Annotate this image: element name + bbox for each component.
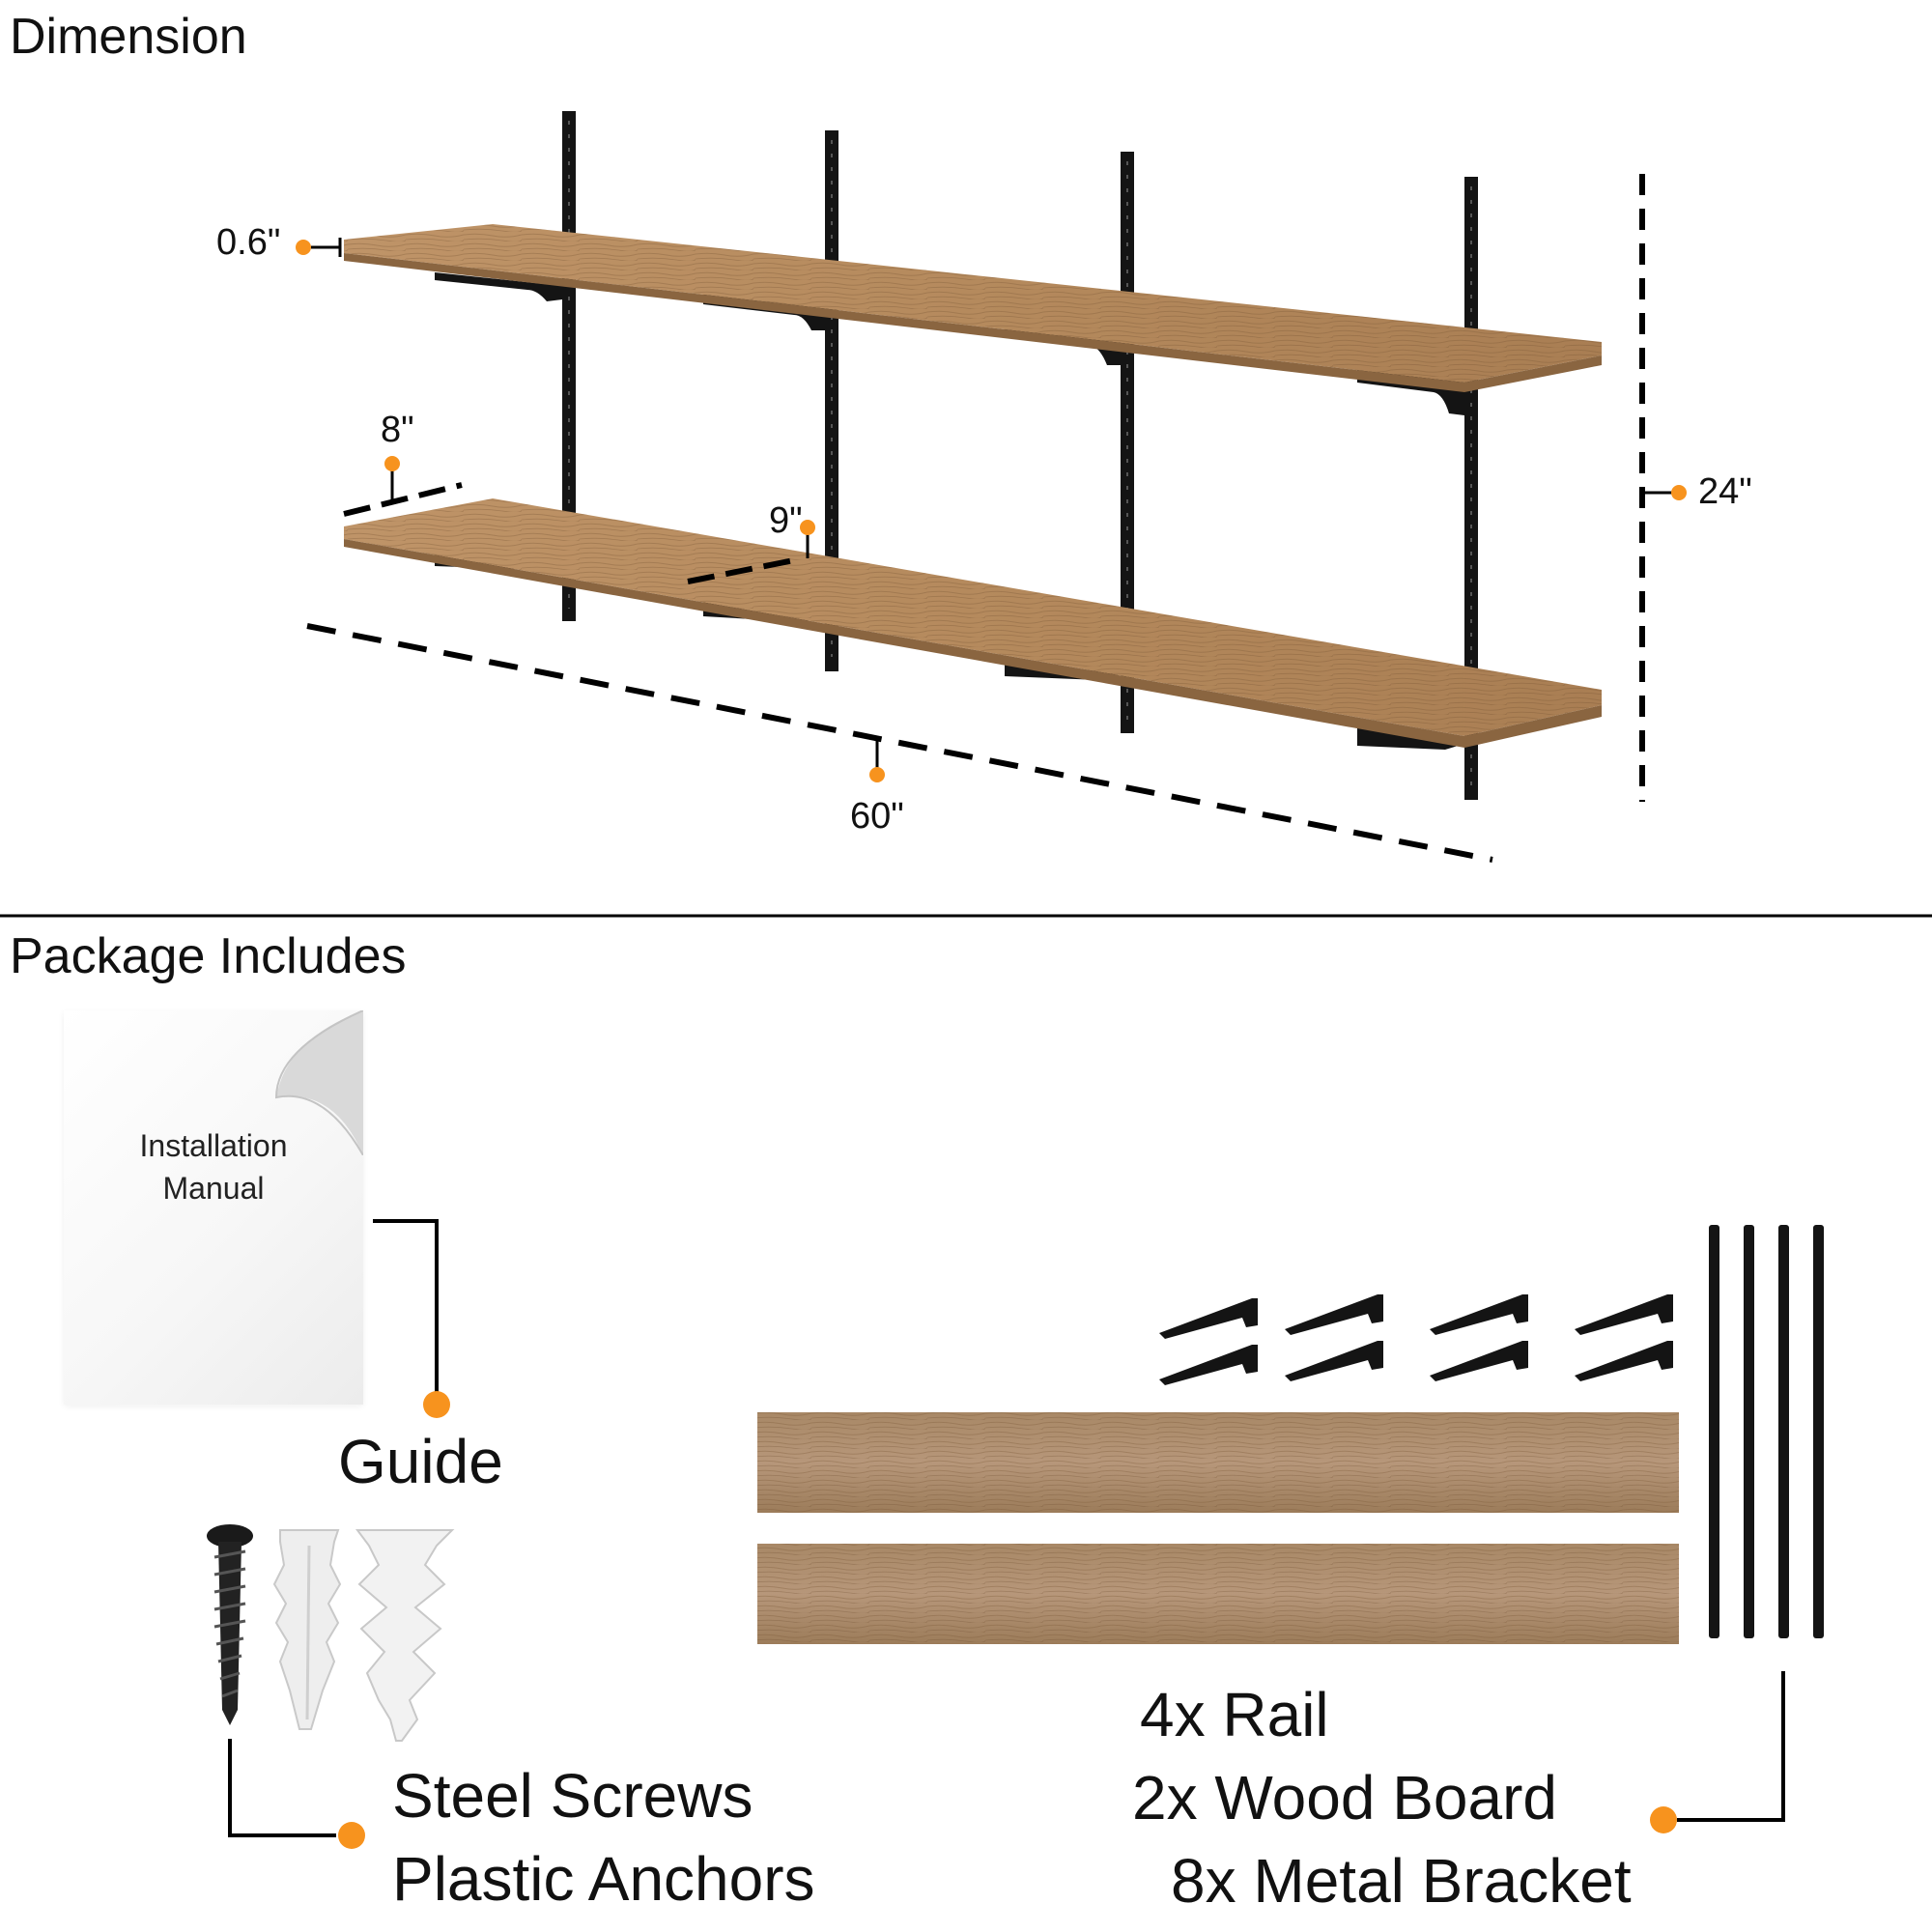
bottom-shelf <box>344 498 1602 748</box>
metal-bracket-4 <box>1285 1341 1383 1381</box>
thickness-marker-dot <box>296 240 311 255</box>
hardware-connector-line <box>228 1739 336 1837</box>
length-dimension-line <box>306 623 1493 863</box>
metal-brackets <box>1159 1294 1673 1385</box>
metal-bracket-6 <box>1430 1341 1528 1381</box>
package-title: Package Includes <box>10 928 407 984</box>
height-marker-dot <box>1671 485 1687 500</box>
manual-title: Installation Manual <box>139 1128 288 1206</box>
plastic-anchors-label: Plastic Anchors <box>392 1844 815 1914</box>
metal-bracket-8 <box>1575 1341 1673 1381</box>
wood-board-1 <box>757 1412 1679 1513</box>
wood-board-count-label: 2x Wood Board <box>1132 1763 1557 1833</box>
steel-screws-label: Steel Screws <box>392 1761 753 1831</box>
package-rail-4 <box>1813 1225 1824 1638</box>
guide-connector-line <box>373 1219 439 1403</box>
screw-icon <box>207 1524 253 1725</box>
package-rail-2 <box>1744 1225 1754 1638</box>
dimension-markers <box>296 240 1687 782</box>
metal-bracket-5 <box>1430 1294 1528 1335</box>
bracket-depth-marker-dot <box>800 520 815 535</box>
length-label: 60" <box>850 796 904 837</box>
package-rail-3 <box>1778 1225 1789 1638</box>
dimension-title: Dimension <box>10 9 247 65</box>
metal-bracket-2 <box>1159 1345 1258 1385</box>
installation-manual: Installation Manual <box>64 1010 363 1405</box>
guide-label: Guide <box>338 1427 503 1496</box>
bracket-depth-dimension-line <box>687 557 795 584</box>
rail-count-label: 4x Rail <box>1140 1680 1329 1749</box>
metal-bracket-7 <box>1575 1294 1673 1335</box>
parts-connector-line <box>1677 1671 1785 1822</box>
package-rails <box>1709 1225 1824 1638</box>
page-curl-icon <box>274 1010 363 1155</box>
thickness-label: 0.6" <box>216 222 281 263</box>
drywall-anchor-icon <box>355 1529 455 1742</box>
metal-bracket-1 <box>1159 1298 1258 1339</box>
height-label: 24" <box>1698 471 1752 512</box>
guide-marker-dot <box>423 1391 450 1418</box>
depth-label: 8" <box>381 410 414 450</box>
plastic-anchor-icon <box>272 1529 342 1730</box>
top-shelf <box>344 224 1602 392</box>
bracket-depth-label: 9" <box>769 500 803 541</box>
wood-board-2 <box>757 1544 1679 1644</box>
hardware-marker-dot <box>338 1822 365 1849</box>
depth-marker-dot <box>384 456 400 471</box>
parts-marker-dot <box>1650 1806 1677 1833</box>
dimension-lines <box>306 174 1679 863</box>
package-rail-1 <box>1709 1225 1719 1638</box>
length-marker-dot <box>869 767 885 782</box>
metal-bracket-3 <box>1285 1294 1383 1335</box>
metal-bracket-count-label: 8x Metal Bracket <box>1171 1846 1632 1916</box>
depth-dimension-line <box>343 482 463 517</box>
